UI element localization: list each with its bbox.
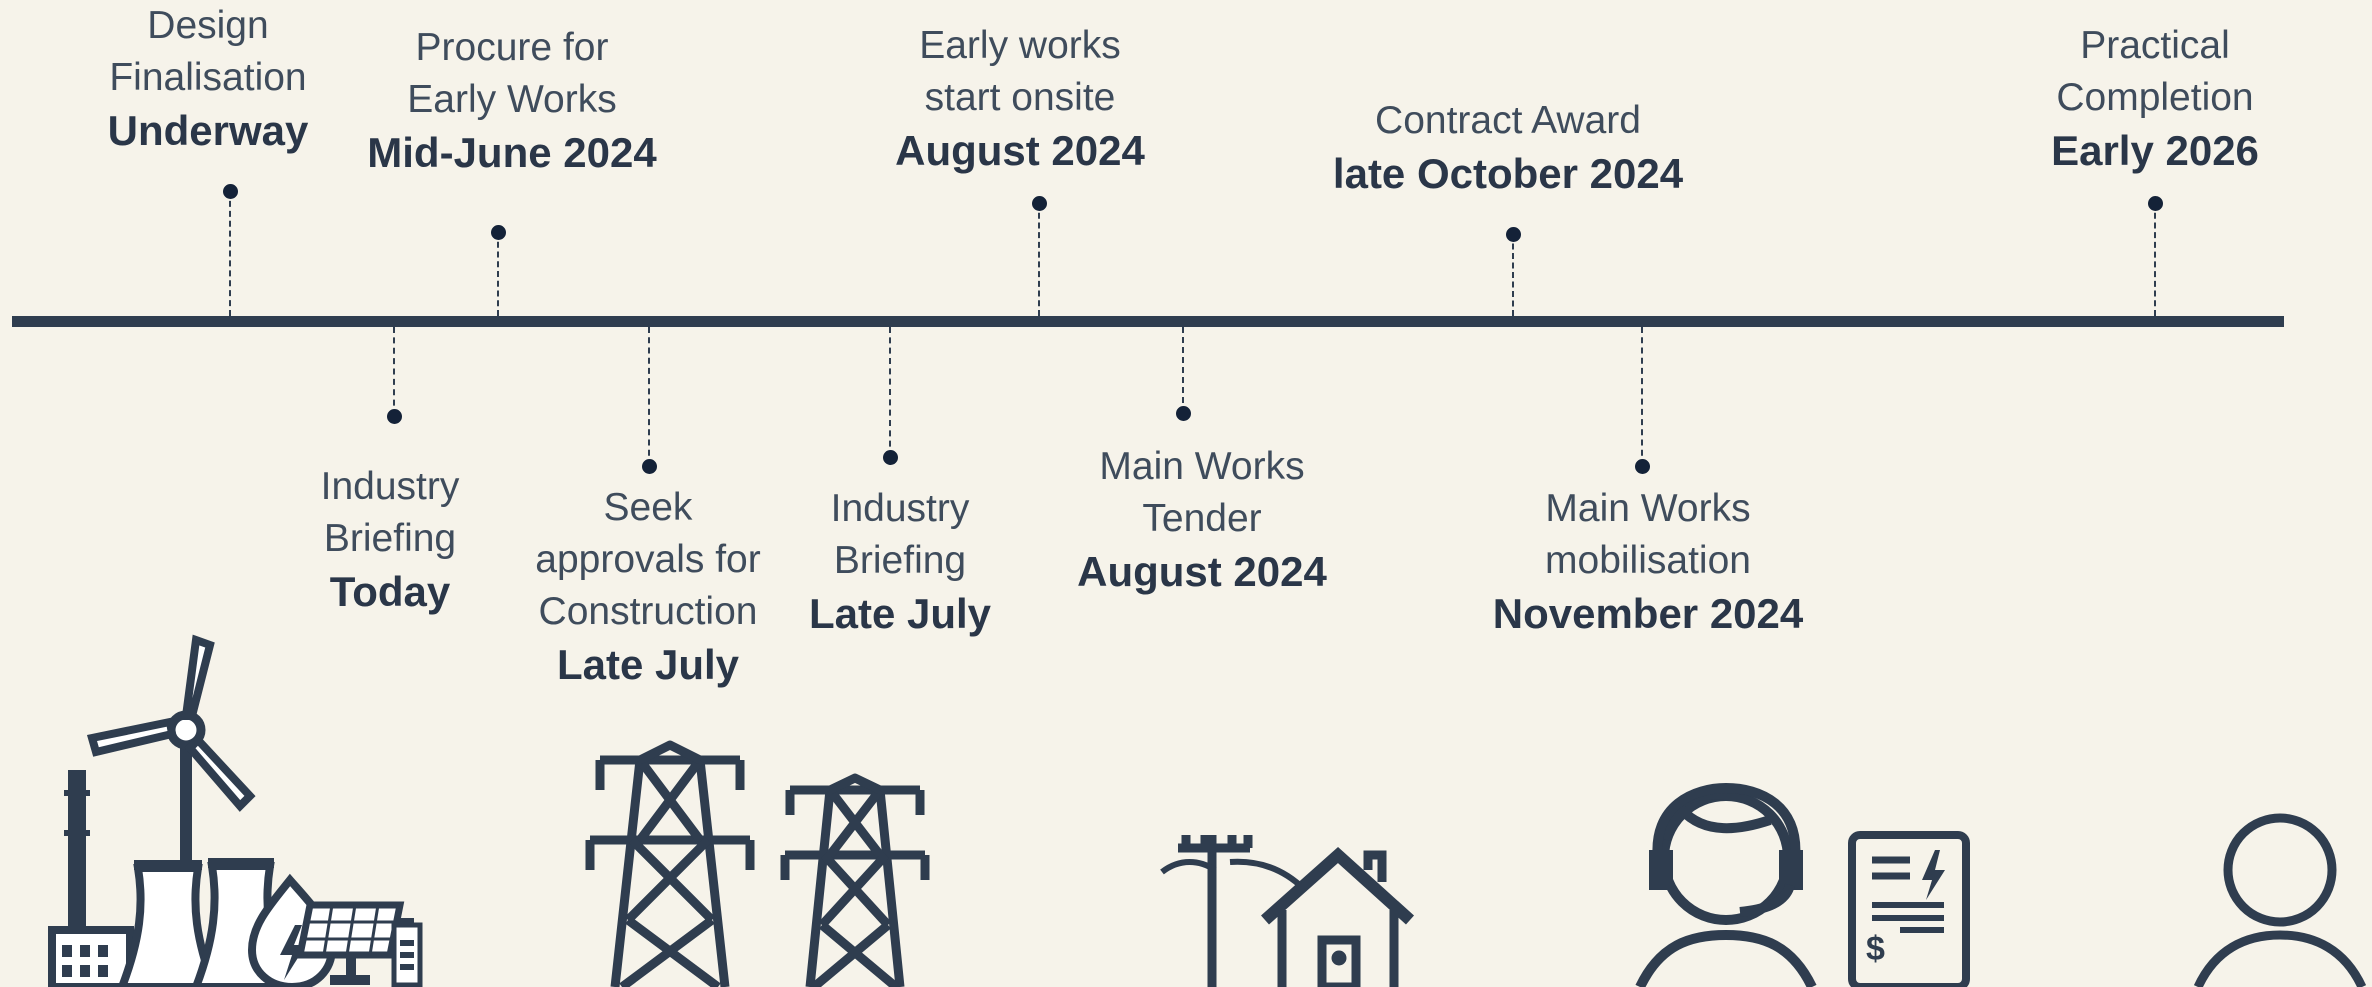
milestone-connector [2154,203,2156,316]
milestone-title-line: Contract Award [1375,99,1641,142]
milestone-title-line: Construction [538,590,758,633]
milestone-connector [889,327,891,457]
milestone-title-line: Finalisation [109,56,307,99]
milestone-connector [497,232,499,316]
milestone-date: late October 2024 [1332,150,1684,197]
milestone-date: Late July [556,641,740,688]
milestone-dot [1176,406,1191,421]
milestone-dot [1032,196,1047,211]
milestone-title-line: Early Works [407,78,617,121]
milestone-title-line: Briefing [323,517,457,560]
timeline-axis [12,316,2284,327]
milestone-connector [648,327,650,466]
milestone-title-line: Tender [1142,497,1262,540]
invoice-icon: $ [1848,831,1970,987]
milestone-date: August 2024 [1077,548,1327,595]
milestone-title-line: Early works [919,24,1121,67]
milestone-connector [393,327,395,416]
milestone-date: November 2024 [1492,590,1804,637]
milestone-date: Early 2026 [2051,127,2259,174]
milestone-title-line: start onsite [924,76,1116,119]
milestone-title-line: Procure for [415,26,609,69]
transmission-tower-icon [585,740,755,987]
milestone-connector [1038,203,1040,316]
milestone-title-line: Completion [2056,76,2254,119]
milestone-connector [229,191,231,316]
support-agent-icon [1635,782,1817,987]
milestone-connector [1512,234,1514,316]
milestone-date: Underway [107,107,309,154]
milestone-title-line: Practical [2080,24,2230,67]
milestone-dot [223,184,238,199]
svg-text:$: $ [1866,930,1885,968]
milestone-connector [1182,327,1184,413]
milestone-title-line: Industry [830,487,970,530]
milestone-dot [642,459,657,474]
milestone-date: Today [329,568,451,615]
milestone-title-line: Seek [603,486,693,529]
milestone-title-line: Briefing [833,539,967,582]
milestone-title-line: mobilisation [1545,539,1751,582]
power-plant-icon [48,634,423,987]
milestone-dot [883,450,898,465]
milestone-title-line: Main Works [1545,487,1751,530]
milestone-label: Contract Award late October 2024 [1333,95,1683,201]
milestone-dot [491,225,506,240]
milestone-title-line: Main Works [1099,445,1305,488]
milestone-dot [1635,459,1650,474]
milestone-title-line: Industry [320,465,460,508]
milestone-title-line: approvals for [535,538,761,581]
milestone-title-line: Design [147,4,269,47]
milestone-connector [1641,327,1643,466]
milestone-date: Mid-June 2024 [367,129,657,176]
transmission-tower-icon [780,773,930,987]
milestone-dot [387,409,402,424]
power-pole-house-icon [1160,835,1415,987]
milestone-dot [2148,196,2163,211]
milestone-date: August 2024 [895,127,1145,174]
milestone-dot [1506,227,1521,242]
milestone-date: Late July [808,590,992,637]
person-icon [2193,813,2367,987]
